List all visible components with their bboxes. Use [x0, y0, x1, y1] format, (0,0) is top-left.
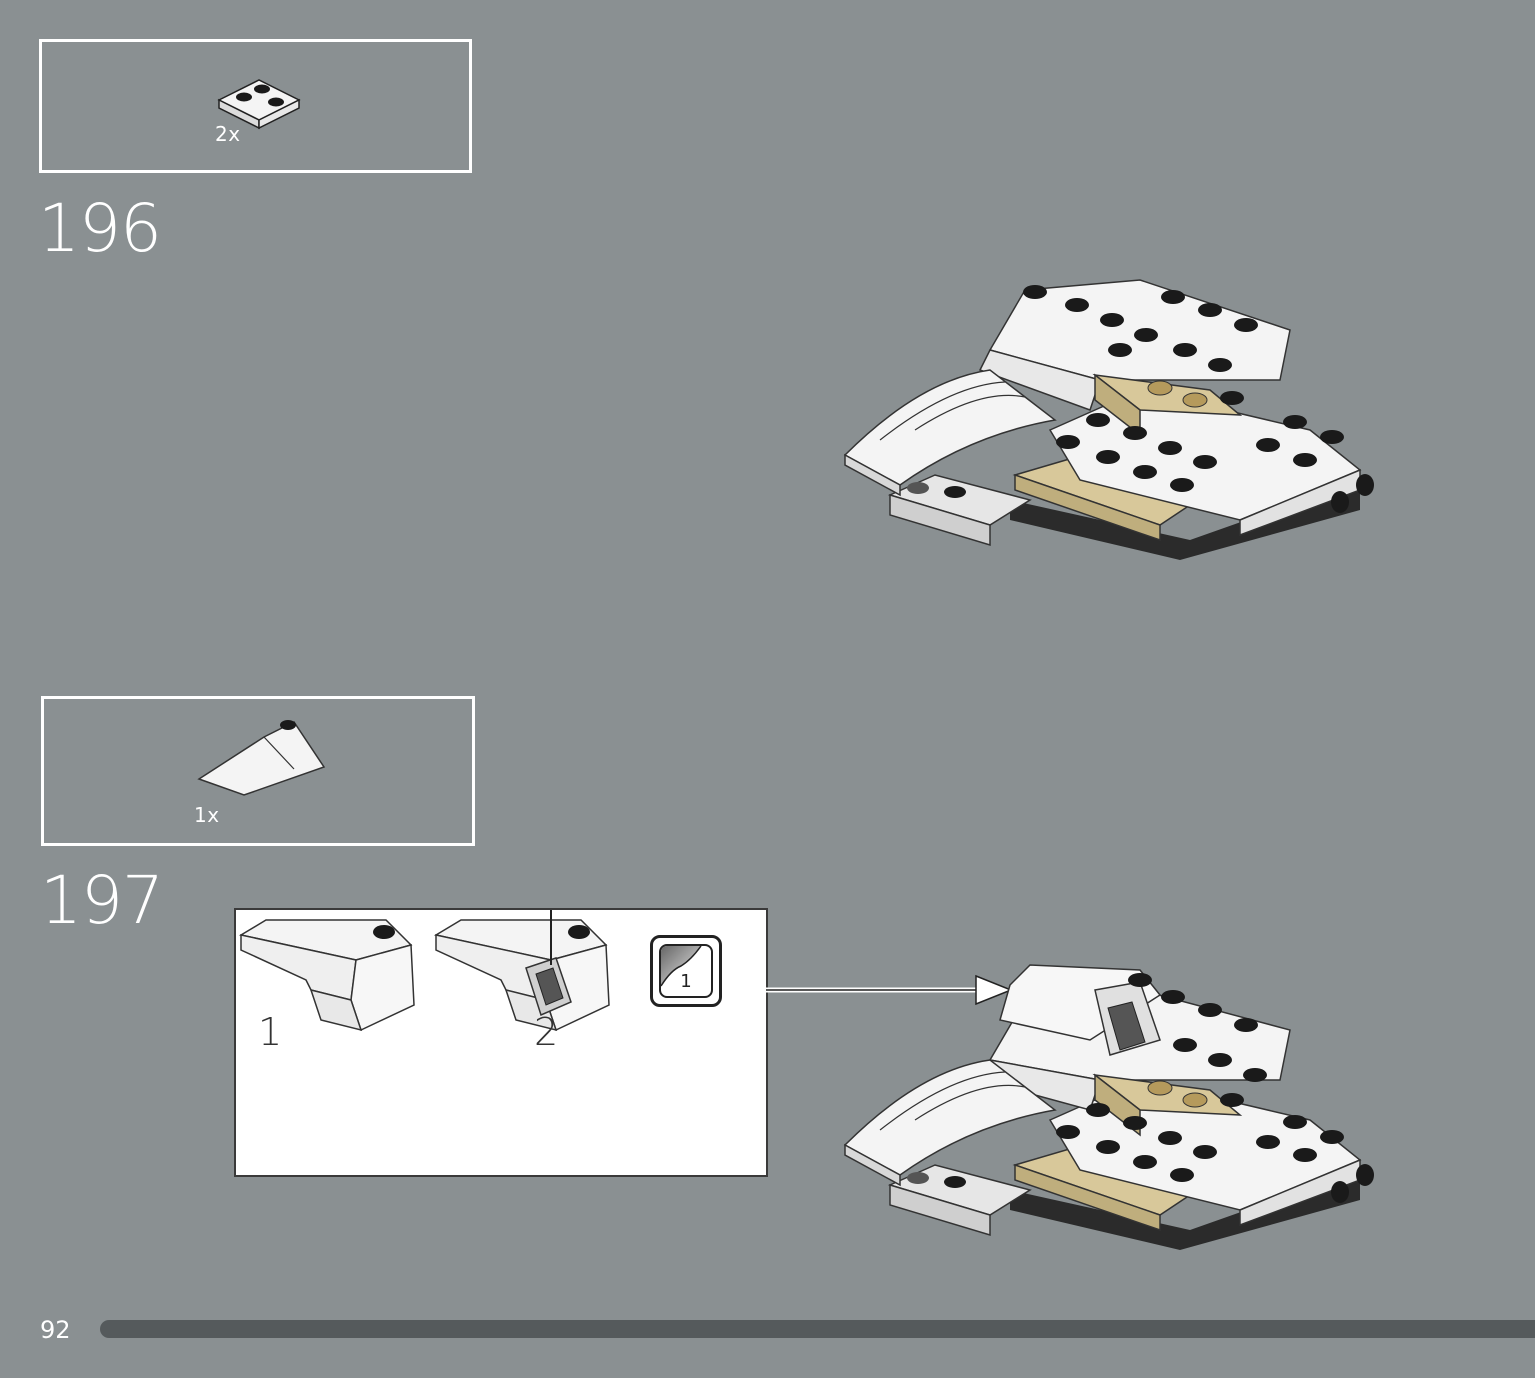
wedge-slope-icon	[197, 720, 326, 796]
sticker-icon: 1	[659, 944, 713, 998]
sub-step-label-2: 2	[534, 1010, 559, 1054]
parts-callout-197: 1x	[41, 696, 475, 846]
placement-arrow	[766, 974, 1014, 1006]
wedge-brick-with-sticker	[434, 850, 610, 1032]
sticker-callout: 1	[650, 935, 722, 1007]
model-assembly-196	[843, 279, 1374, 560]
parts-quantity-197: 1x	[194, 803, 220, 827]
sticker-number: 1	[680, 971, 692, 992]
parts-quantity-196: 2x	[215, 122, 241, 146]
wedge-brick-plain	[238, 919, 415, 1032]
subassembly-panel: 1 2 1	[234, 850, 768, 1177]
step-number-196: 196	[38, 190, 162, 267]
page-number: 92	[40, 1316, 71, 1344]
progress-bar	[100, 1320, 1535, 1338]
l-plate-icon	[217, 79, 301, 130]
parts-callout-196: 2x	[39, 39, 472, 173]
step-number-197: 197	[40, 862, 164, 939]
sub-step-label-1: 1	[258, 1010, 283, 1054]
model-assembly-197	[843, 964, 1374, 1250]
